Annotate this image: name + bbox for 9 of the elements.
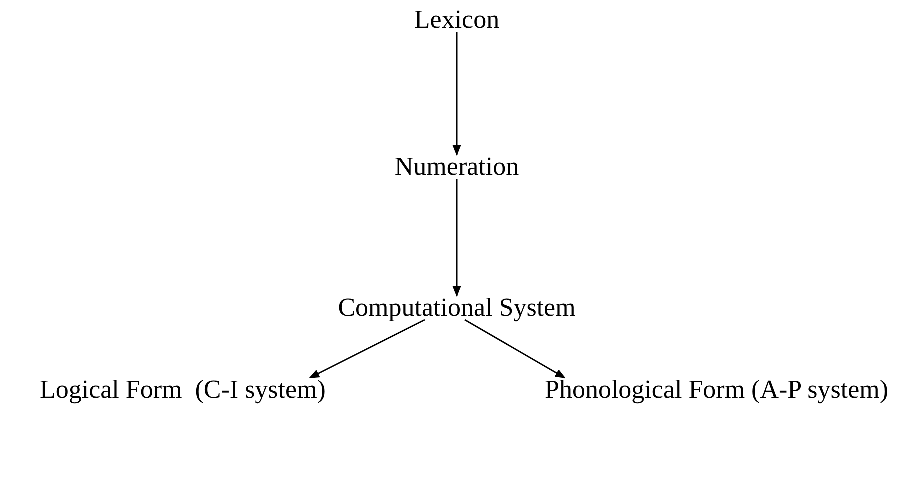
text-label: Lexicon bbox=[414, 6, 500, 34]
arrow bbox=[452, 32, 462, 156]
arrow bbox=[452, 179, 462, 298]
arrow bbox=[309, 319, 426, 379]
text-label: Computational System bbox=[338, 294, 576, 322]
text-label: Numeration bbox=[394, 153, 520, 181]
text-label: Phonological Form (A-P system) bbox=[545, 376, 889, 404]
text-label: Logical Form (C-I system) bbox=[40, 376, 326, 404]
arrow bbox=[464, 319, 566, 379]
